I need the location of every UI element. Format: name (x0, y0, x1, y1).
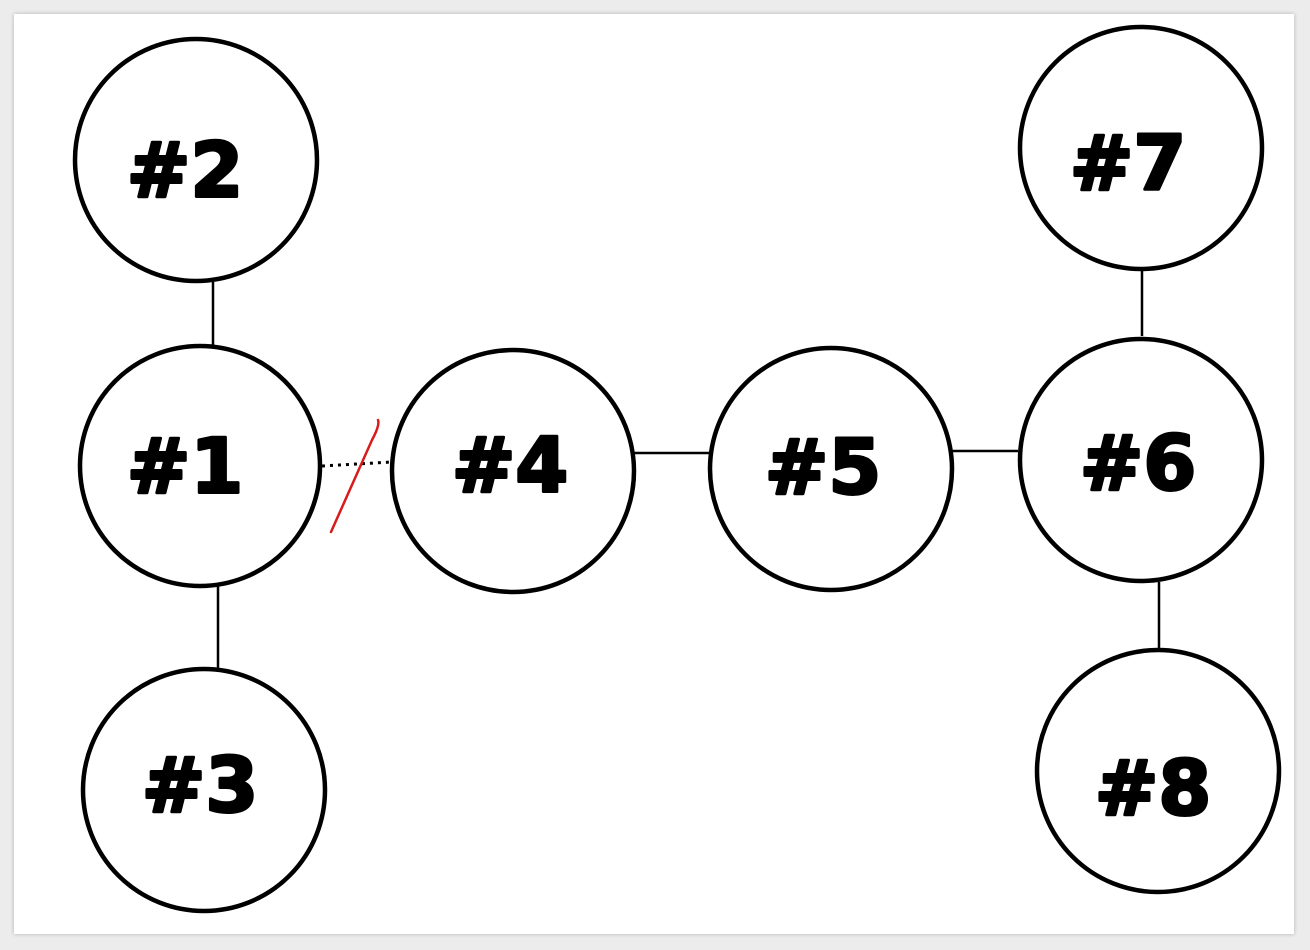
node-5-circle (707, 345, 955, 593)
node-5-label: #5 (765, 423, 882, 512)
node-1: #1 (77, 343, 323, 589)
node-7-circle (1017, 24, 1265, 272)
node-3: #3 (80, 666, 328, 914)
node-1-label: #1 (127, 422, 244, 511)
node-5: #5 (707, 345, 955, 593)
node-7: #7 (1017, 24, 1265, 272)
node-4: #4 (389, 347, 637, 595)
node-6-circle (1017, 336, 1265, 584)
node-2: #2 (72, 36, 320, 284)
node-1-circle (77, 343, 323, 589)
node-2-circle (72, 36, 320, 284)
node-4-circle (389, 347, 637, 595)
edge-n1-n4-dotted (321, 460, 393, 468)
node-6-label: #6 (1080, 419, 1197, 508)
edge-cut-mark (329, 418, 380, 534)
node-8: #8 (1034, 647, 1282, 895)
node-8-circle (1034, 647, 1282, 895)
node-2-label: #2 (127, 126, 244, 215)
node-3-circle (80, 666, 328, 914)
node-3-label: #3 (142, 741, 259, 830)
node-8-label: #8 (1095, 744, 1212, 833)
node-7-label: #7 (1070, 119, 1187, 208)
node-4-label: #4 (452, 421, 569, 510)
node-6: #6 (1017, 336, 1265, 584)
